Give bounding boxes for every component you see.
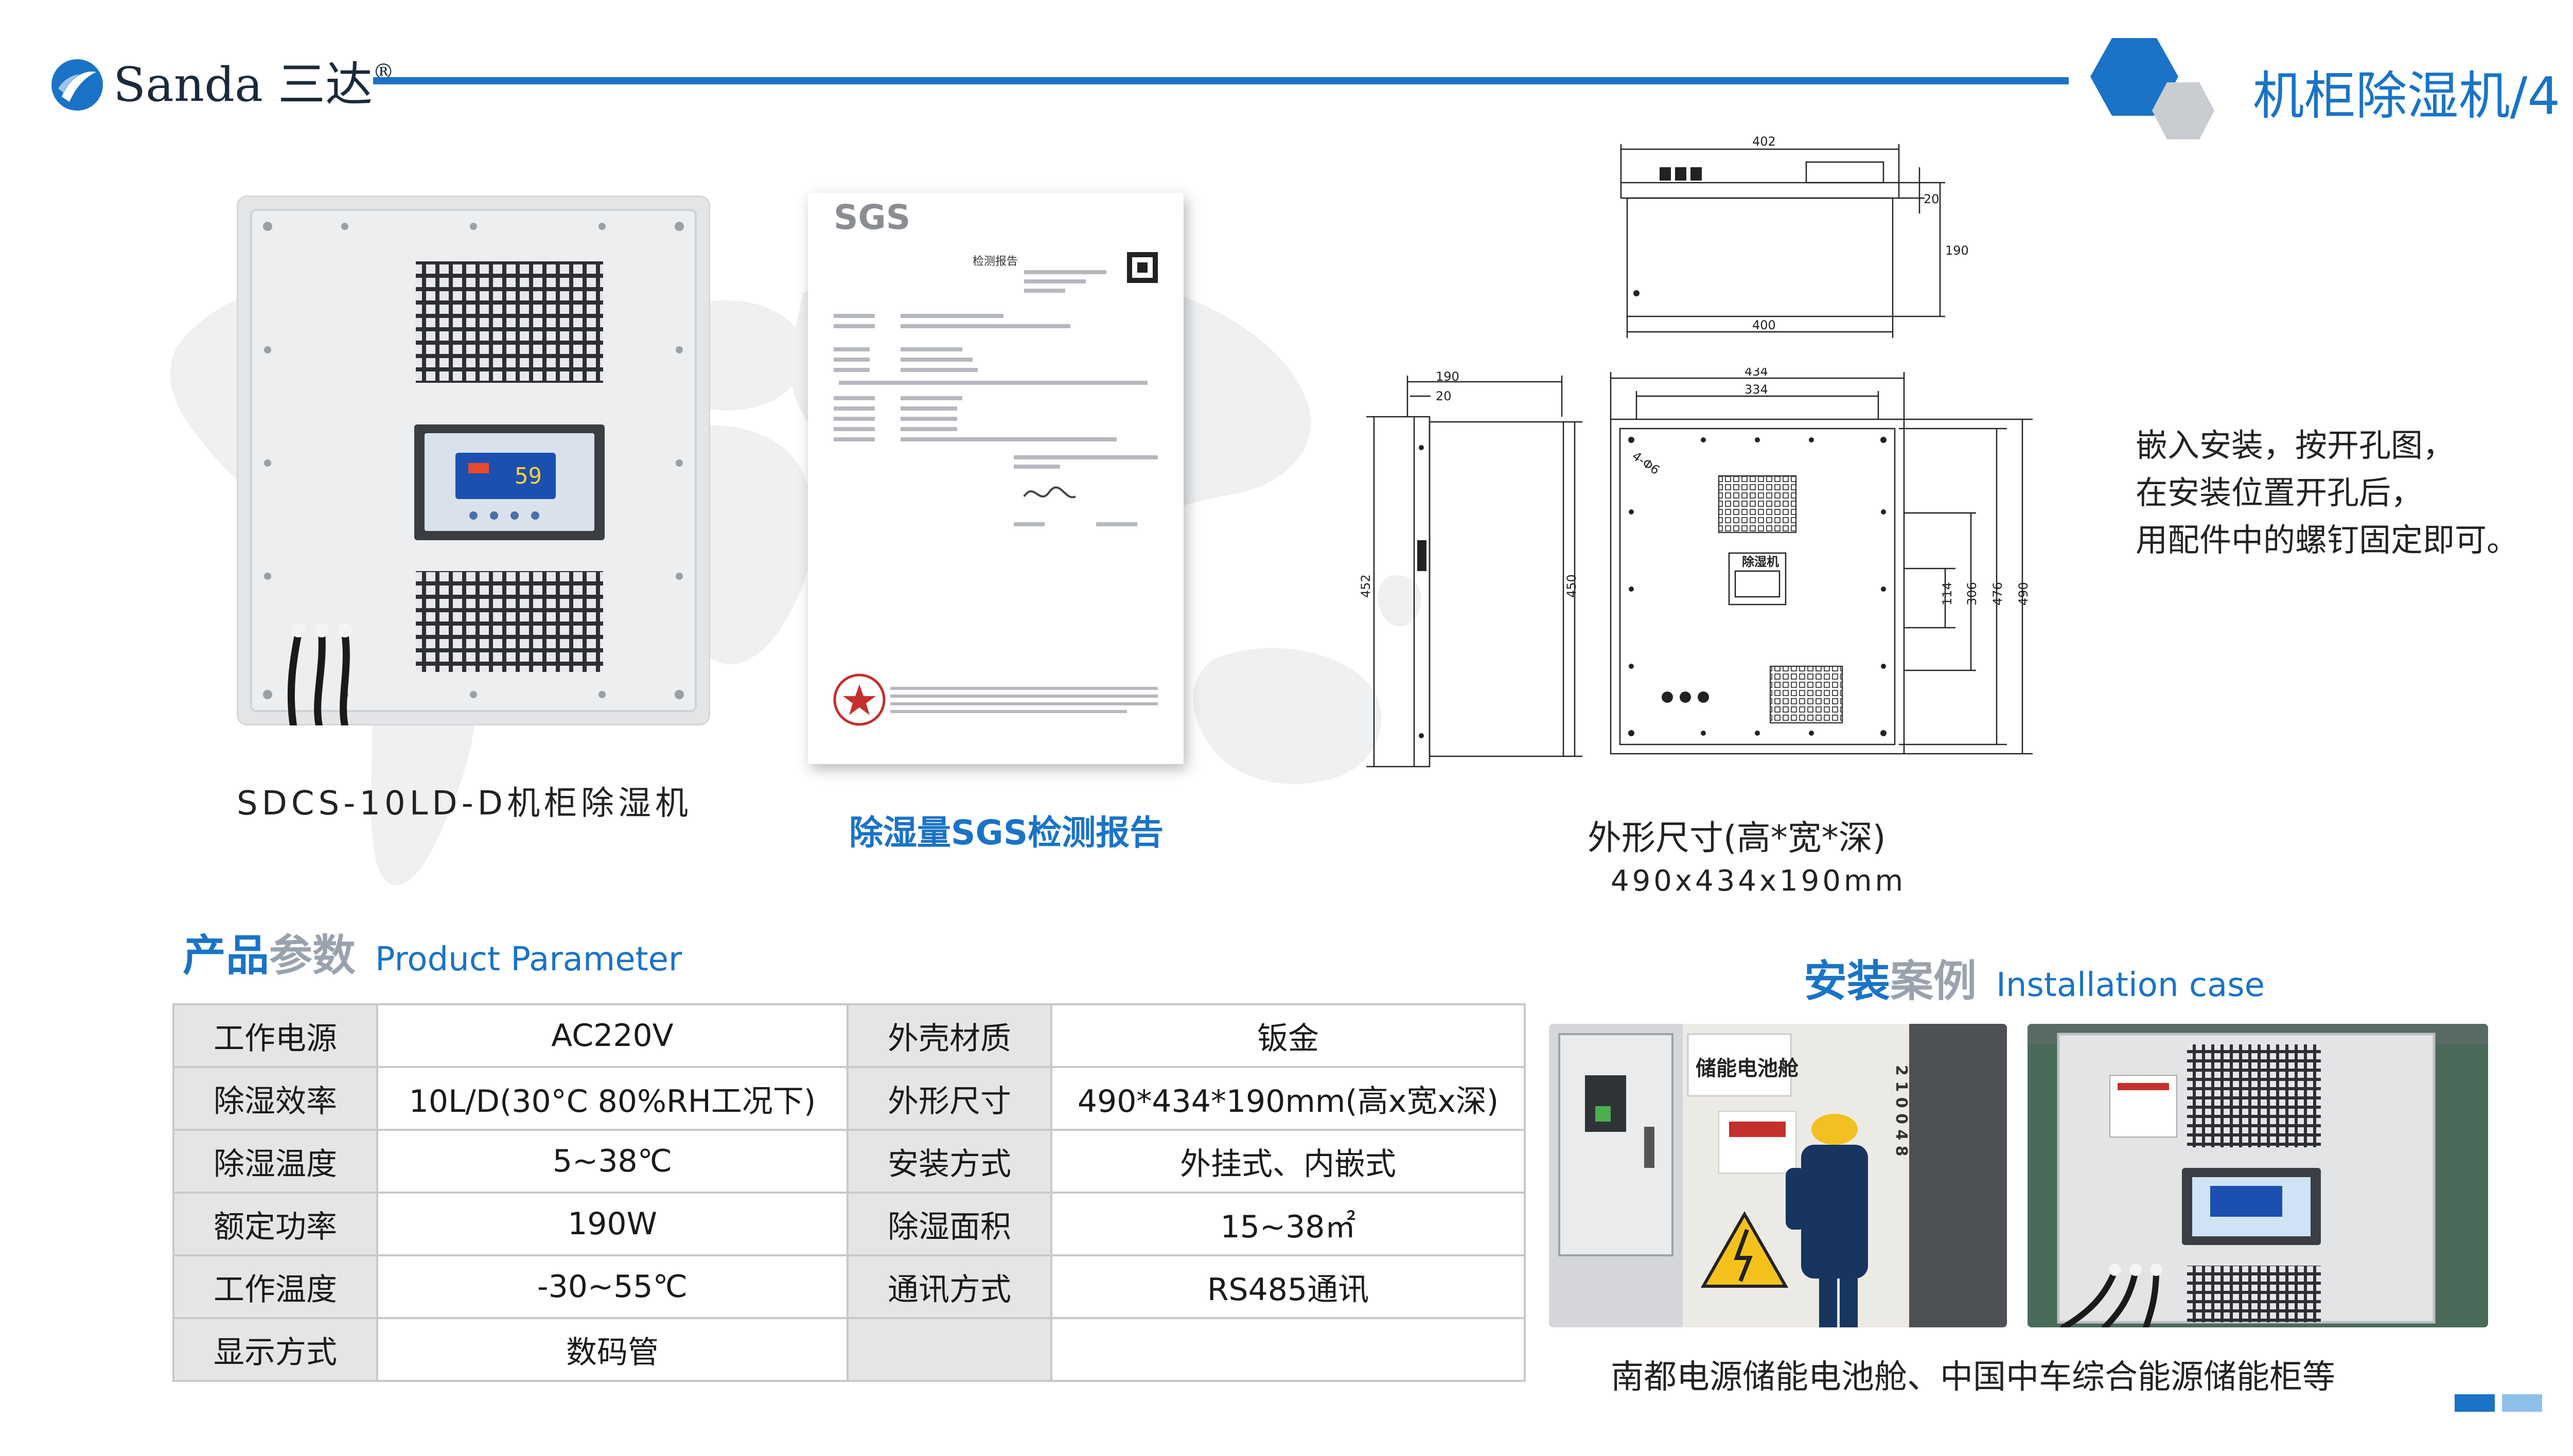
cases-heading-en: Installation case: [1996, 966, 2265, 1004]
cases-heading: 安装案例 Installation case: [1804, 947, 2265, 1009]
table-row: 除湿效率 10L/D(30°C 80%RH工况下) 外形尺寸 490*434*1…: [172, 1066, 1526, 1131]
photo1-sign: 储能电池舱: [1696, 1057, 1799, 1080]
cases-caption: 南都电源储能电池舱、中国中车综合能源储能柜等: [1611, 1358, 2335, 1396]
param-value: 外挂式、内嵌式: [1050, 1129, 1526, 1194]
table-row: 工作电源 AC220V 外壳材质 钣金: [172, 1003, 1526, 1068]
param-key: 外壳材质: [847, 1003, 1052, 1068]
hexagon-accent-blue: [2090, 38, 2178, 116]
sgs-logo: SGS: [834, 198, 910, 237]
table-row: 工作温度 -30~55℃ 通讯方式 RS485通讯: [172, 1254, 1526, 1319]
page-title: 机柜除湿机/4: [2252, 66, 2560, 126]
dim-side-depth: 190: [1436, 370, 1459, 384]
dim-front-h4: 490: [2016, 582, 2031, 606]
page-indicator-inactive: [2502, 1394, 2542, 1412]
dim-front-h1: 114: [1940, 582, 1954, 606]
header-rule: [373, 77, 2069, 84]
page-indicator: [2455, 1394, 2542, 1412]
report-text-lines: [834, 270, 1158, 713]
param-key: 通讯方式: [847, 1254, 1052, 1319]
cases-heading-cn-2: 案例: [1890, 956, 1977, 1006]
install-note-line: 用配件中的螺钉固定即可。: [2136, 521, 2519, 559]
params-heading: 产品参数 Product Parameter: [183, 921, 682, 983]
drawing-side-view: 190 20 452 450: [1359, 370, 1582, 768]
display-reading: 59: [515, 463, 542, 489]
warning-triangle-icon: [1700, 1211, 1789, 1288]
dim-hole: 4-Φ6: [1630, 449, 1663, 477]
param-value: RS485通讯: [1050, 1254, 1526, 1319]
brand-wordmark: Sanda 三达®: [113, 51, 394, 118]
page-indicator-active: [2455, 1394, 2495, 1412]
dim-front-h3: 476: [1990, 582, 2005, 606]
drawing-top-view: 402 400 20 190: [1620, 136, 1969, 338]
panel-label: 除湿机: [1742, 555, 1779, 569]
sanda-logo: Sanda 三达®: [49, 51, 399, 118]
install-note: 嵌入安装，按开孔图， 在安装位置开孔后， 用配件中的螺钉固定即可。: [2136, 422, 2518, 564]
dim-side-h2: 450: [1564, 574, 1579, 598]
param-value: 数码管: [376, 1317, 849, 1382]
param-key: 安装方式: [847, 1129, 1052, 1194]
dimension-caption: 外形尺寸(高*宽*深): [1588, 818, 1886, 858]
product-photo: 59: [237, 196, 710, 729]
dim-side-step: 20: [1436, 389, 1452, 403]
param-key: 额定功率: [172, 1192, 378, 1256]
dim-front-w1: 434: [1744, 368, 1768, 379]
param-value: [1050, 1317, 1526, 1382]
dim-front-w2: 334: [1744, 382, 1768, 397]
dim-top-width: 402: [1752, 136, 1776, 149]
drawing-front-view: 434 334 4-Φ6 除湿机 114 306 476 490: [1610, 368, 2033, 755]
param-value: -30~55℃: [376, 1254, 849, 1319]
cases-heading-cn-1: 安装: [1804, 956, 1891, 1006]
dim-front-h2: 306: [1965, 582, 1979, 606]
case-photo-battery-cabin: 储能电池舱 2 1 0 0 4 8: [1549, 1024, 2007, 1327]
dim-top-step: 20: [1924, 192, 1940, 206]
param-key: 外形尺寸: [847, 1066, 1052, 1131]
param-key: 工作电源: [172, 1003, 378, 1068]
hexagon-accent-grey: [2152, 82, 2214, 139]
param-value: AC220V: [376, 1003, 849, 1068]
param-value: 5~38℃: [376, 1129, 849, 1194]
table-row: 额定功率 190W 除湿面积 15~38㎡: [172, 1192, 1526, 1256]
param-key: 除湿温度: [172, 1129, 378, 1194]
params-heading-en: Product Parameter: [375, 940, 682, 979]
seal-stamp-icon: [833, 673, 886, 726]
params-heading-cn-1: 产品: [183, 930, 270, 981]
params-heading-cn-2: 参数: [269, 930, 356, 981]
params-table: 工作电源 AC220V 外壳材质 钣金 除湿效率 10L/D(30°C 80%R…: [172, 1003, 1526, 1382]
install-note-line: 嵌入安装，按开孔图，: [2136, 427, 2455, 464]
case-photo-energy-cabinet: [2028, 1024, 2488, 1327]
table-row: 除湿温度 5~38℃ 安装方式 外挂式、内嵌式: [172, 1129, 1526, 1194]
param-key: 除湿面积: [847, 1192, 1052, 1256]
param-key: 除湿效率: [172, 1066, 378, 1131]
signature-mark: [1023, 486, 1076, 499]
table-row: 显示方式 数码管: [172, 1317, 1526, 1382]
param-value: 钣金: [1050, 1003, 1526, 1068]
dim-top-base: 400: [1752, 318, 1776, 332]
param-value: 490*434*190mm(高x宽x深): [1050, 1066, 1526, 1131]
report-doc-title: 检测报告: [973, 255, 1018, 268]
product-caption: SDCS-10LD-D机柜除湿机: [237, 785, 693, 823]
photo1-code: 2 1 0 0 4 8: [1892, 1065, 1910, 1156]
dimension-value: 490x434x190mm: [1611, 864, 1907, 898]
param-key: [847, 1317, 1052, 1382]
brand-name: Sanda: [113, 57, 263, 112]
sanda-swoosh-icon: [51, 59, 103, 111]
param-value: 10L/D(30°C 80%RH工况下): [376, 1066, 849, 1131]
install-note-line: 在安装位置开孔后，: [2136, 474, 2423, 511]
brand-name-cn: 三达: [278, 57, 373, 112]
param-value: 15~38㎡: [1050, 1192, 1526, 1256]
param-value: 190W: [376, 1192, 849, 1256]
dehumidifier-illustration: 59: [250, 209, 697, 729]
param-key: 显示方式: [172, 1317, 378, 1382]
dim-top-depth: 190: [1945, 243, 1969, 258]
report-caption: 除湿量SGS检测报告: [849, 813, 1164, 853]
dim-side-h1: 452: [1359, 574, 1373, 598]
param-key: 工作温度: [172, 1254, 378, 1319]
sgs-report-image: SGS 检测报告: [808, 193, 1184, 764]
